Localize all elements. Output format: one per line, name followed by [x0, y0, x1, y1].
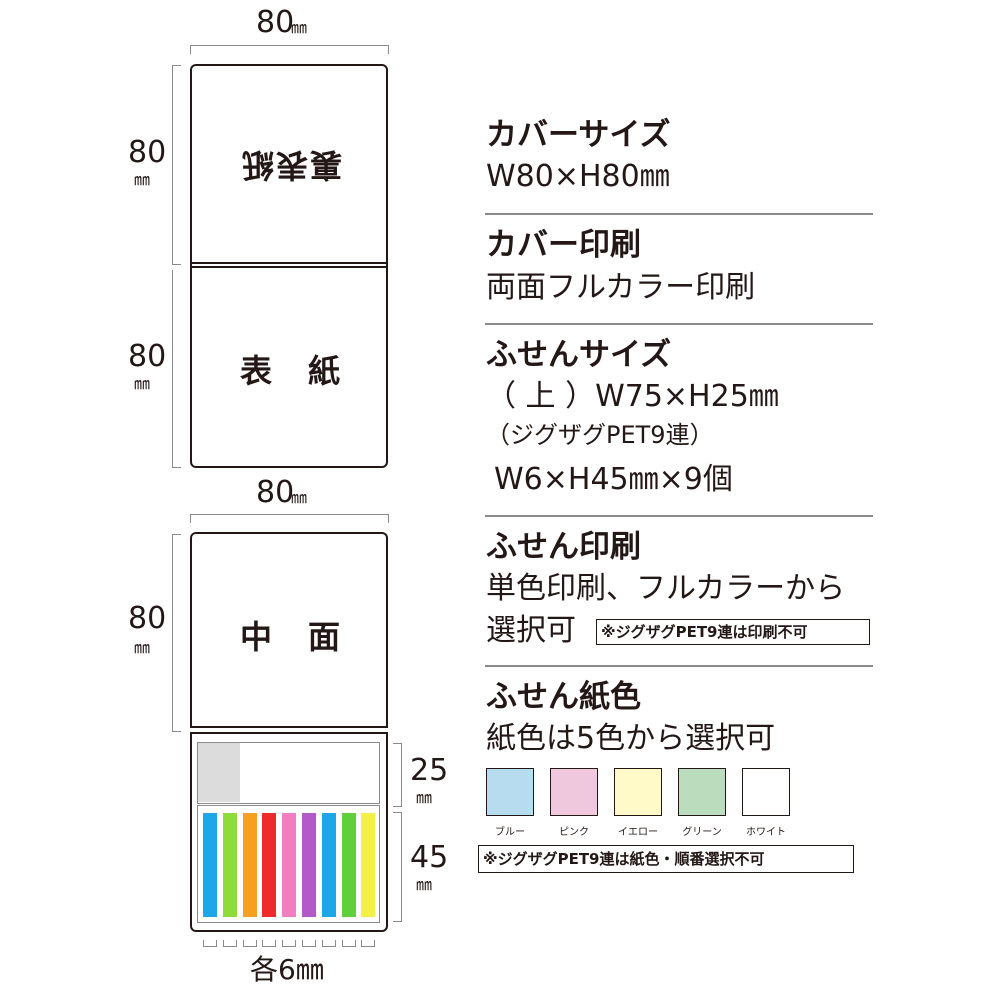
fold-line-top [190, 262, 388, 268]
color-swatch-label: グリーン [682, 827, 722, 838]
top-width-value: 80 [256, 5, 295, 40]
sticky-color-note: ※ジグザグPET9連は紙色・順番選択不可 [478, 845, 854, 873]
back-cover-panel: 裏表紙 [190, 64, 388, 268]
front-cover-label: 表 紙 [240, 352, 343, 390]
cover-size-title: カバーサイズ [486, 117, 671, 153]
inside-height-value: 80 [128, 601, 167, 636]
front-height-value: 80 [128, 339, 167, 374]
sticky-size-line2: （ジグザグPET9連） [486, 421, 714, 449]
sticky-tab [262, 813, 277, 917]
sticky-print-note: ※ジグザグPET9連は印刷不可 [596, 619, 870, 645]
color-swatch [742, 768, 790, 816]
sticky-top-height-value: 25 [410, 753, 449, 788]
color-swatch-label: ブルー [495, 827, 525, 838]
color-swatch-label: ホワイト [746, 827, 786, 838]
sticky-tab [203, 813, 217, 917]
sticky-size-line1: （ 上 ）W75×H25㎜ [486, 379, 779, 414]
each-width-tick [203, 940, 217, 947]
inside-height-dimension-line [172, 534, 181, 732]
sticky-size-title: ふせんサイズ [486, 337, 672, 373]
sticky-tab [242, 813, 257, 917]
each-width-tick [302, 940, 316, 947]
color-swatch [486, 768, 534, 816]
cover-size-value: W80×H80㎜ [486, 159, 670, 194]
sticky-print-line2: 選択可 [486, 613, 576, 648]
each-width-tick [282, 940, 297, 947]
mid-width-unit: ㎜ [291, 488, 308, 507]
top-sticky-note-shaded-area [198, 743, 240, 802]
front-cover-panel: 表 紙 [190, 268, 388, 468]
top-width-unit: ㎜ [291, 18, 308, 37]
zigzag-sticky-area [197, 805, 380, 923]
sticky-color-title: ふせん紙色 [486, 679, 641, 715]
sticky-tab [302, 813, 316, 917]
each-width-tick [222, 940, 237, 947]
back-height-unit: ㎜ [134, 170, 151, 189]
inside-panel: 中 面 [190, 532, 388, 728]
color-swatch-label: イエロー [618, 827, 658, 838]
each-width-tick [242, 940, 257, 947]
sticky-color-line1: 紙色は5色から選択可 [486, 721, 776, 756]
sticky-bottom-height-dimension-line [393, 812, 402, 922]
sticky-tab [361, 813, 376, 917]
each-width-tick [361, 940, 376, 947]
color-swatch-label: ピンク [559, 827, 589, 838]
divider [485, 213, 873, 215]
cover-print-value: 両面フルカラー印刷 [486, 270, 756, 305]
each-width-tick [341, 940, 356, 947]
sticky-top-height-unit: ㎜ [416, 788, 433, 807]
sticky-tab [222, 813, 237, 917]
sticky-print-title: ふせん印刷 [486, 529, 641, 565]
inside-label: 中 面 [240, 618, 343, 656]
mid-width-value: 80 [256, 475, 295, 510]
inside-height-unit: ㎜ [134, 638, 151, 657]
top-sticky-note [197, 742, 380, 804]
mid-width-dimension-line [190, 514, 389, 523]
color-swatch [550, 768, 598, 816]
sticky-bottom-height-value: 45 [410, 840, 449, 875]
sticky-tab [341, 813, 356, 917]
divider [485, 515, 873, 517]
sticky-tab [282, 813, 297, 917]
front-height-dimension-line [172, 270, 181, 468]
each-width-tick [262, 940, 277, 947]
divider [485, 665, 873, 667]
color-swatch [678, 768, 726, 816]
sticky-top-height-dimension-line [393, 743, 402, 807]
cover-print-title: カバー印刷 [486, 227, 641, 263]
each-width-label: 各6㎜ [250, 953, 324, 986]
front-height-unit: ㎜ [134, 374, 151, 393]
back-cover-label: 裏表紙 [240, 146, 343, 184]
sticky-tab [321, 813, 336, 917]
each-width-tick [321, 940, 336, 947]
sticky-print-line1: 単色印刷、フルカラーから [486, 571, 846, 606]
divider [485, 323, 873, 325]
top-width-dimension-line [190, 45, 389, 54]
back-height-value: 80 [128, 135, 167, 170]
fold-line-bottom [190, 726, 388, 734]
sticky-size-line3: W6×H45㎜×9個 [494, 462, 733, 497]
sticky-bottom-height-unit: ㎜ [416, 875, 433, 894]
back-height-dimension-line [172, 65, 181, 265]
color-swatch [614, 768, 662, 816]
